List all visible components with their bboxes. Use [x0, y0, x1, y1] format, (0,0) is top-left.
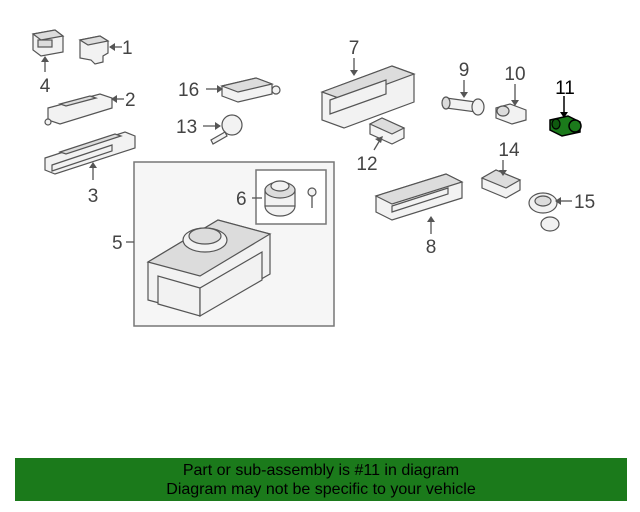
callout-10: 10 — [504, 64, 525, 85]
part-16-sensor — [206, 77, 281, 103]
callout-7: 7 — [349, 38, 360, 59]
part-4-switch — [31, 29, 65, 72]
banner-line-2: Diagram may not be specific to your vehi… — [166, 481, 476, 498]
info-banner: Part or sub-assembly is #11 in diagram D… — [15, 458, 627, 501]
part-15-socket-cap — [528, 192, 572, 232]
callout-15: 15 — [574, 192, 595, 213]
part-9-socket — [441, 80, 485, 116]
part-13-sensor — [203, 114, 243, 145]
part-11-highlighted — [549, 96, 582, 137]
callout-11: 11 — [555, 78, 575, 99]
callout-16: 16 — [178, 80, 199, 101]
part-6-screw — [307, 187, 317, 208]
part-2-switch-panel — [44, 93, 124, 126]
part-14-socket — [480, 160, 522, 199]
parts-diagram: 4 1 2 3 16 13 — [31, 29, 595, 327]
callout-4: 4 — [40, 76, 51, 97]
callout-14: 14 — [498, 140, 520, 161]
part-5-gear-selector — [146, 219, 272, 318]
callout-3: 3 — [88, 186, 99, 207]
callout-1: 1 — [122, 38, 133, 59]
callout-6: 6 — [236, 189, 247, 210]
callout-5: 5 — [112, 233, 123, 254]
callout-13: 13 — [176, 117, 197, 138]
callout-2: 2 — [125, 90, 136, 111]
part-7-bracket — [320, 58, 416, 129]
part-6-knob — [264, 180, 296, 217]
banner-line-1: Part or sub-assembly is #11 in diagram — [182, 462, 460, 479]
part-8-control-panel — [374, 173, 464, 234]
callout-12: 12 — [356, 154, 377, 175]
part-10-socket — [495, 84, 527, 125]
part-12-connector — [368, 117, 406, 151]
part-3-switch-panel — [44, 131, 136, 180]
callout-9: 9 — [459, 60, 470, 81]
callout-8: 8 — [426, 237, 437, 258]
part-1-switch — [78, 35, 122, 65]
